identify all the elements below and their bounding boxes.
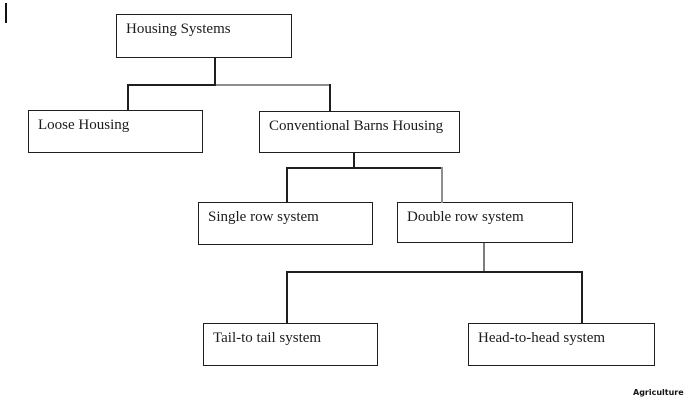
node-double-row-system-label: Double row system (407, 209, 524, 225)
connector-level2-horizontal (286, 167, 443, 169)
connector-conventional-stem (353, 153, 355, 169)
connector-root-stem (214, 58, 216, 85)
connector-drop-tail-to-tail (286, 271, 288, 323)
connector-drop-loose-housing (127, 84, 129, 110)
connector-drop-single-row (286, 167, 288, 202)
node-loose-housing: Loose Housing (28, 110, 203, 153)
node-housing-systems: Housing Systems (116, 14, 292, 58)
node-conventional-barns-housing: Conventional Barns Housing (259, 111, 460, 153)
connector-level1-horizontal-right (216, 84, 331, 86)
node-housing-systems-label: Housing Systems (126, 21, 231, 37)
node-single-row-system-label: Single row system (208, 209, 319, 225)
connector-double-row-stem (483, 243, 485, 273)
node-head-to-head-system: Head-to-head system (468, 323, 655, 366)
connector-drop-conventional (329, 84, 331, 111)
text-cursor (5, 3, 7, 23)
connector-level1-horizontal-left (127, 84, 216, 86)
node-tail-to-tail-system-label: Tail-to tail system (213, 330, 322, 346)
node-head-to-head-system-label: Head-to-head system (478, 330, 606, 346)
connector-drop-head-to-head (581, 271, 583, 323)
node-loose-housing-label: Loose Housing (38, 117, 130, 133)
connector-drop-double-row (441, 167, 443, 203)
node-single-row-system: Single row system (198, 202, 373, 245)
node-conventional-barns-housing-label: Conventional Barns Housing (269, 118, 444, 134)
node-double-row-system: Double row system (397, 202, 573, 243)
watermark-agriculture: Agriculture (633, 388, 684, 397)
connector-level3-horizontal (286, 271, 583, 273)
node-tail-to-tail-system: Tail-to tail system (203, 323, 378, 366)
